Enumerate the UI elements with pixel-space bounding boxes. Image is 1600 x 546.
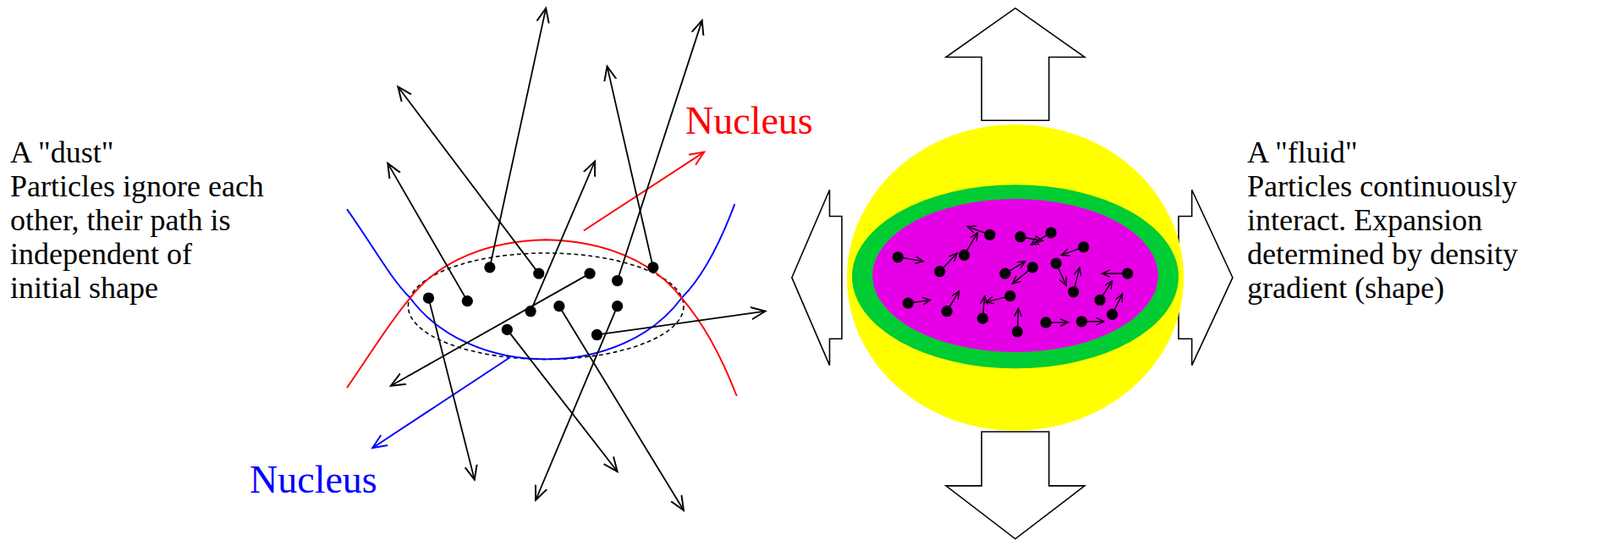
particle: [483, 261, 495, 273]
panel-heading: A "dust": [10, 135, 268, 170]
particle: [1011, 325, 1023, 337]
particle: [611, 274, 623, 286]
particle: [1067, 285, 1079, 297]
expansion-arrows: [791, 8, 1233, 539]
particle: [423, 291, 435, 303]
particle: [999, 267, 1011, 279]
nucleus-label-box: Nucleus: [249, 456, 378, 502]
particle: [501, 324, 513, 336]
interaction-arrows: [897, 226, 1128, 332]
panel-description: Particles ignore each other, their path …: [10, 169, 268, 305]
panel-description-box: Particles continuously interact. Expansi…: [1247, 169, 1522, 305]
particle: [611, 300, 623, 312]
particles: [423, 261, 660, 341]
particle: [941, 305, 953, 317]
expansion-arrow: [791, 189, 842, 365]
nucleus-label: Nucleus: [685, 98, 814, 143]
density-core: [872, 198, 1159, 352]
expansion-arrow: [945, 8, 1085, 121]
density-outer: [846, 124, 1184, 431]
particle: [984, 229, 996, 241]
particle-path: [428, 297, 475, 480]
particle: [902, 296, 914, 308]
density-middle: [852, 184, 1179, 369]
expansion-arrow: [1178, 189, 1233, 365]
particle: [461, 295, 473, 307]
particle-path: [390, 273, 590, 386]
panel-heading: A "fluid": [1247, 135, 1522, 170]
particle: [977, 313, 989, 325]
particle: [524, 305, 536, 317]
particle-path: [489, 8, 546, 268]
nucleus-direction: [372, 357, 511, 448]
particle-path: [387, 163, 468, 302]
particle: [1076, 315, 1088, 327]
particle: [533, 267, 545, 279]
panel-description-box: Particles ignore each other, their path …: [10, 169, 268, 305]
particle-path: [506, 329, 617, 472]
nucleus-outline: [346, 203, 735, 359]
particle: [934, 265, 946, 277]
particle: [1077, 241, 1089, 253]
particle: [1045, 226, 1057, 238]
particle: [892, 251, 904, 263]
panel-heading-box: A "dust": [10, 135, 268, 170]
particle-path: [607, 65, 654, 268]
panel-description: Particles continuously interact. Expansi…: [1247, 169, 1522, 305]
particle-path: [397, 86, 539, 274]
particle-paths: [387, 8, 765, 511]
nucleus-label: Nucleus: [249, 456, 378, 502]
particle: [1014, 230, 1026, 242]
expansion-arrow: [945, 431, 1085, 539]
panel-heading-box: A "fluid": [1247, 135, 1522, 170]
nucleus-label-box: Nucleus: [685, 98, 814, 143]
particle: [1004, 290, 1016, 302]
particle: [958, 249, 970, 261]
particle-path: [559, 306, 684, 511]
particle: [553, 300, 565, 312]
particle: [1040, 316, 1052, 328]
particle: [1027, 261, 1039, 273]
nucleus-direction: [583, 152, 704, 231]
nucleus-outline: [346, 239, 737, 396]
particle-path: [597, 311, 766, 336]
particle: [591, 329, 603, 341]
particle: [1094, 294, 1106, 306]
particle: [1050, 257, 1062, 269]
particle: [583, 267, 595, 279]
particle: [647, 261, 659, 273]
particle: [1121, 267, 1133, 279]
fluid-particles: [892, 226, 1134, 337]
particle: [1106, 308, 1118, 320]
particle-path: [617, 20, 703, 281]
